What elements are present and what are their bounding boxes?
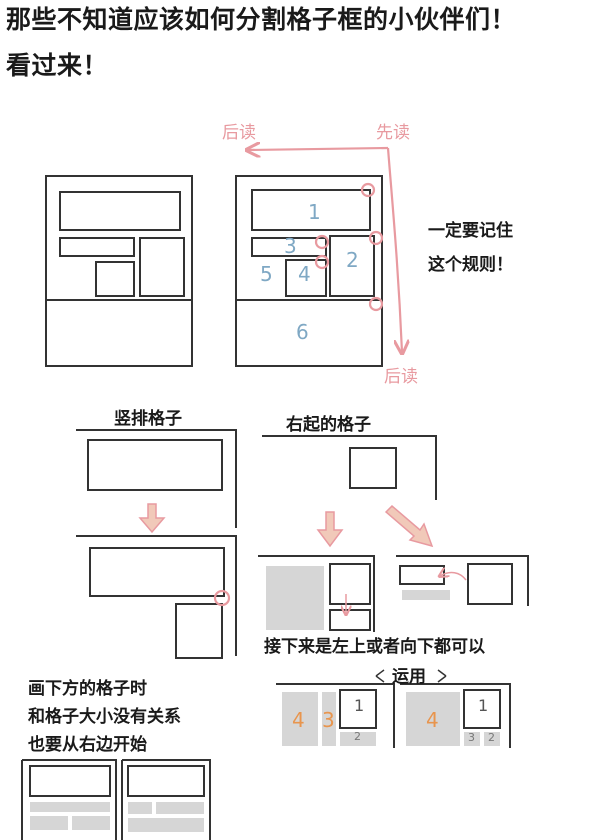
- panel: [339, 689, 377, 729]
- panel: [29, 765, 111, 797]
- bottom-example-right: [121, 759, 211, 840]
- heading-line1: 那些不知道应该如何分割格子框的小伙伴们！: [6, 5, 517, 34]
- right-start-note-line1: 接下来是左上或者向下都可以: [264, 637, 485, 657]
- panel-4: [285, 259, 327, 297]
- circle-marker: [314, 234, 330, 250]
- placeholder-panel: [128, 802, 152, 814]
- page-frame: [45, 175, 193, 367]
- placeholder-panel: [340, 732, 376, 746]
- panel: [399, 565, 445, 585]
- small-left-bracket: [375, 669, 385, 683]
- panel-2: [329, 235, 375, 297]
- rule-line1: 一定要记住: [428, 221, 513, 241]
- bottom-line3: 也要从右边开始: [28, 735, 147, 755]
- page-edge: [21, 759, 117, 840]
- panel: [329, 609, 371, 631]
- example-right-number-3: 3: [468, 731, 475, 744]
- placeholder-panel: [128, 818, 204, 832]
- panel-number-2: 2: [346, 248, 359, 272]
- panel: [87, 439, 223, 491]
- right-start-section-drawings: [258, 435, 529, 632]
- example-right-number-2: 2: [488, 731, 495, 744]
- small-right-bracket: [437, 669, 447, 683]
- label-read-first: 先读: [376, 123, 410, 143]
- panel: [463, 689, 501, 729]
- panel: [349, 447, 397, 489]
- page-edge: [276, 683, 395, 748]
- page-frame: [235, 175, 383, 367]
- page-edge: [400, 683, 511, 748]
- circle-marker: [368, 296, 384, 312]
- bottom-example-left: [21, 759, 117, 840]
- rule-line2: 这个规则！: [428, 255, 513, 275]
- right-start-section-title: 右起的格子: [286, 415, 371, 435]
- placeholder-panel: [406, 692, 460, 746]
- panel-number-6: 6: [296, 320, 309, 344]
- panel-number-5: 5: [260, 262, 273, 286]
- panel-number-4: 4: [298, 262, 311, 286]
- down-arrow: [138, 503, 166, 534]
- vertical-section-title: 竖排格子: [114, 409, 182, 429]
- circle-marker: [213, 589, 231, 607]
- label-read-after-bottom: 后读: [384, 367, 418, 387]
- page-edge: [258, 555, 375, 632]
- vertical-section-drawings: [76, 429, 237, 659]
- numbered-example-right: [400, 683, 511, 748]
- down-arrow: [316, 511, 344, 548]
- bottom-line1: 画下方的格子时: [28, 679, 147, 699]
- small-arrow: [440, 573, 467, 581]
- heading-line2: 看过来！: [6, 51, 109, 80]
- example-left-number-1: 1: [354, 696, 365, 715]
- placeholder-panel: [484, 732, 500, 746]
- page-edge: [76, 429, 237, 528]
- circle-marker: [360, 182, 376, 198]
- panel: [467, 563, 513, 605]
- placeholder-panel: [464, 732, 480, 746]
- example-left-number-4: 4: [292, 708, 305, 732]
- example-left-number-2: 2: [354, 730, 361, 743]
- arrow-read-left: [248, 148, 389, 150]
- panel: [127, 765, 205, 797]
- page-edge: [262, 435, 437, 500]
- example-left-number-3: 3: [322, 708, 335, 732]
- placeholder-panel: [30, 802, 110, 812]
- placeholder-panel: [266, 566, 324, 630]
- placeholder-panel: [322, 692, 336, 746]
- panel: [59, 191, 181, 231]
- panel-number-1: 1: [308, 200, 321, 224]
- page-layout-blank: [45, 175, 193, 367]
- example-right-number-1: 1: [478, 696, 489, 715]
- example-right-number-4: 4: [426, 708, 439, 732]
- placeholder-panel: [402, 590, 450, 600]
- bottom-line2: 和格子大小没有关系: [28, 707, 181, 727]
- circle-marker: [368, 230, 384, 246]
- panel: [95, 261, 135, 297]
- placeholder-panel: [156, 802, 204, 814]
- panel-1: [251, 189, 371, 231]
- placeholder-panel: [282, 692, 318, 746]
- circle-marker: [314, 254, 330, 270]
- page-layout-reading-order: [235, 175, 383, 367]
- placeholder-panel: [30, 816, 68, 830]
- numbered-example-left: [276, 683, 395, 748]
- panel: [175, 603, 223, 659]
- panel-number-3: 3: [284, 234, 297, 258]
- diagonal-arrow: [384, 504, 434, 548]
- label-read-after-top: 后读: [222, 123, 256, 143]
- page-edge: [396, 555, 529, 606]
- page-edge: [121, 759, 211, 840]
- panel: [139, 237, 185, 297]
- placeholder-panel: [72, 816, 110, 830]
- arrow-read-down: [386, 147, 402, 352]
- panel: [59, 237, 135, 257]
- panel: [329, 563, 371, 605]
- right-start-note-line2: 运用: [392, 667, 426, 687]
- panel: [89, 547, 225, 597]
- page-edge: [76, 535, 237, 656]
